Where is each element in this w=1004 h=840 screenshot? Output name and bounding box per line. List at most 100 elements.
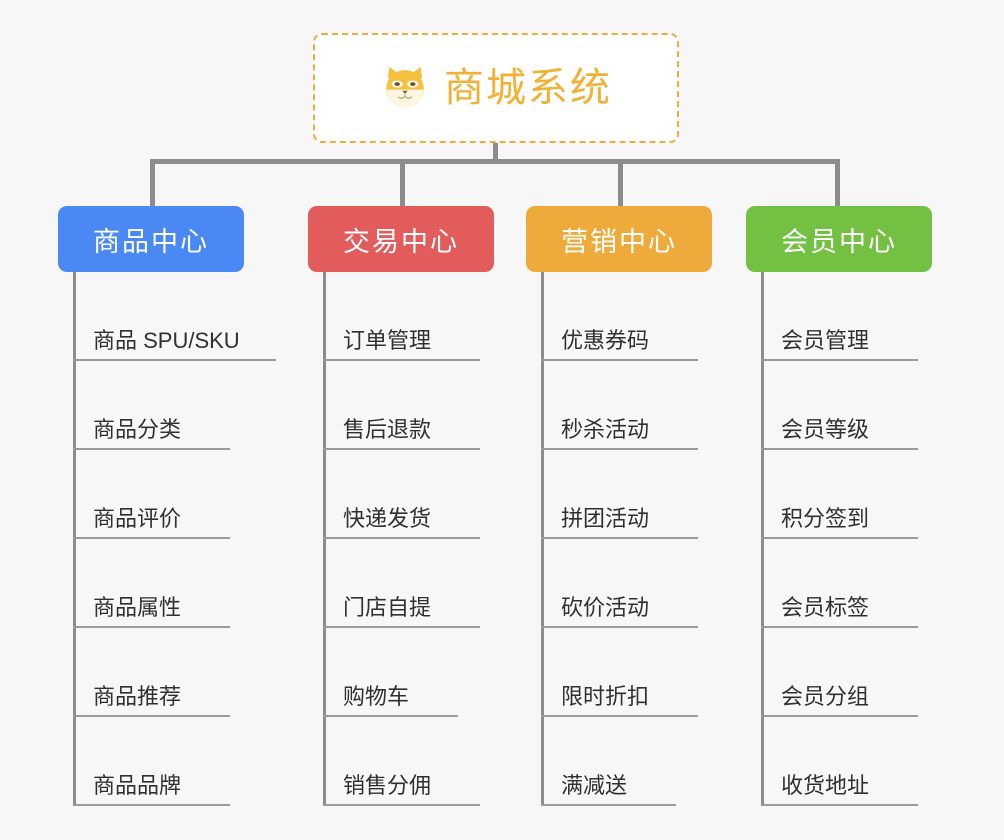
- category-box-marketing-center[interactable]: 营销中心: [526, 206, 712, 272]
- leaf-label: 限时折扣: [561, 684, 650, 709]
- leaf-underline: [761, 448, 918, 450]
- leaf-label: 会员标签: [781, 595, 870, 620]
- column-product-center: 商品中心商品 SPU/SKU 商品分类商品评价商品属性商品推荐商品品牌: [58, 206, 276, 806]
- branch-member-center: 会员管理会员等级积分签到会员标签会员分组收货地址: [746, 272, 932, 806]
- category-label: 营销中心: [561, 226, 677, 257]
- leaf-label: 会员分组: [781, 684, 870, 709]
- leaf-underline: [761, 804, 918, 806]
- leaf-label: 商品 SPU/SKU: [93, 328, 240, 353]
- connector-horizontal-bus: [150, 159, 840, 164]
- leaf-underline: [541, 537, 698, 539]
- leaf-label: 商品属性: [93, 595, 182, 620]
- leaf-label: 销售分佣: [343, 773, 432, 798]
- leaf-label: 拼团活动: [561, 506, 650, 531]
- leaf-label: 售后退款: [343, 417, 432, 442]
- leaf-underline: [761, 537, 918, 539]
- leaf-underline: [73, 715, 230, 717]
- column-trade-center: 交易中心订单管理售后退款快递发货门店自提购物车销售分佣: [308, 206, 494, 806]
- leaf-node[interactable]: 优惠券码: [541, 272, 712, 361]
- leaf-label: 商品分类: [93, 417, 182, 442]
- leaf-label: 满减送: [561, 773, 628, 798]
- leaf-node[interactable]: 会员管理: [761, 272, 932, 361]
- leaf-label: 优惠券码: [561, 328, 650, 353]
- leaf-underline: [761, 359, 918, 361]
- leaf-node[interactable]: 满减送: [541, 717, 712, 806]
- leaf-node[interactable]: 商品 SPU/SKU: [73, 272, 276, 361]
- branch-marketing-center: 优惠券码秒杀活动拼团活动砍价活动限时折扣满减送: [526, 272, 712, 806]
- leaf-node[interactable]: 拼团活动: [541, 450, 712, 539]
- leaf-underline: [541, 715, 698, 717]
- connector-drop-2: [400, 159, 405, 209]
- leaf-underline: [73, 804, 230, 806]
- leaf-node[interactable]: 快递发货: [323, 450, 494, 539]
- leaf-label: 收货地址: [781, 773, 870, 798]
- leaf-label: 商品品牌: [93, 773, 182, 798]
- leaf-node[interactable]: 商品推荐: [73, 628, 244, 717]
- category-label: 商品中心: [93, 226, 209, 257]
- leaf-underline: [541, 804, 676, 806]
- leaf-node[interactable]: 商品评价: [73, 450, 244, 539]
- leaf-underline: [323, 448, 480, 450]
- leaf-node[interactable]: 购物车: [323, 628, 494, 717]
- connector-drop-4: [835, 159, 840, 209]
- leaf-underline: [323, 804, 480, 806]
- leaf-underline: [73, 537, 230, 539]
- leaf-underline: [323, 715, 458, 717]
- leaf-underline: [761, 626, 918, 628]
- connector-drop-3: [618, 159, 623, 209]
- branch-trunk-line: [541, 272, 544, 806]
- leaf-node[interactable]: 砍价活动: [541, 539, 712, 628]
- leaf-label: 积分签到: [781, 506, 870, 531]
- leaf-underline: [323, 626, 480, 628]
- leaf-node[interactable]: 商品品牌: [73, 717, 244, 806]
- leaf-node[interactable]: 会员分组: [761, 628, 932, 717]
- branch-trunk-line: [73, 272, 76, 806]
- leaf-node[interactable]: 秒杀活动: [541, 361, 712, 450]
- leaf-label: 购物车: [343, 684, 410, 709]
- leaf-label: 商品评价: [93, 506, 182, 531]
- leaf-label: 砍价活动: [561, 595, 650, 620]
- leaf-node[interactable]: 收货地址: [761, 717, 932, 806]
- leaf-label: 商品推荐: [93, 684, 182, 709]
- leaf-underline: [541, 626, 698, 628]
- leaf-node[interactable]: 售后退款: [323, 361, 494, 450]
- leaf-label: 快递发货: [343, 506, 432, 531]
- leaf-node[interactable]: 销售分佣: [323, 717, 494, 806]
- shiba-dog-face-icon: [386, 66, 424, 108]
- category-box-trade-center[interactable]: 交易中心: [308, 206, 494, 272]
- leaf-underline: [73, 359, 276, 361]
- leaf-node[interactable]: 商品分类: [73, 361, 244, 450]
- branch-trunk-line: [323, 272, 326, 806]
- category-box-member-center[interactable]: 会员中心: [746, 206, 932, 272]
- leaf-label: 门店自提: [343, 595, 432, 620]
- leaf-node[interactable]: 限时折扣: [541, 628, 712, 717]
- leaf-label: 订单管理: [343, 328, 432, 353]
- leaf-node[interactable]: 门店自提: [323, 539, 494, 628]
- category-box-product-center[interactable]: 商品中心: [58, 206, 244, 272]
- branch-trade-center: 订单管理售后退款快递发货门店自提购物车销售分佣: [308, 272, 494, 806]
- category-label: 交易中心: [343, 226, 459, 257]
- leaf-node[interactable]: 会员标签: [761, 539, 932, 628]
- leaf-underline: [541, 448, 698, 450]
- leaf-underline: [323, 359, 480, 361]
- leaf-label: 会员管理: [781, 328, 870, 353]
- leaf-underline: [73, 448, 230, 450]
- leaf-underline: [761, 715, 918, 717]
- connector-drop-1: [150, 159, 155, 209]
- leaf-underline: [323, 537, 480, 539]
- leaf-underline: [541, 359, 698, 361]
- leaf-label: 会员等级: [781, 417, 870, 442]
- leaf-node[interactable]: 订单管理: [323, 272, 494, 361]
- leaf-node[interactable]: 积分签到: [761, 450, 932, 539]
- branch-trunk-line: [761, 272, 764, 806]
- leaf-node[interactable]: 会员等级: [761, 361, 932, 450]
- column-marketing-center: 营销中心优惠券码秒杀活动拼团活动砍价活动限时折扣满减送: [526, 206, 712, 806]
- root-node[interactable]: 商城系统: [313, 33, 679, 143]
- root-title: 商城系统: [444, 66, 612, 110]
- leaf-label: 秒杀活动: [561, 417, 650, 442]
- leaf-underline: [73, 626, 230, 628]
- connector-root-stem: [493, 143, 498, 163]
- leaf-node[interactable]: 商品属性: [73, 539, 244, 628]
- branch-product-center: 商品 SPU/SKU 商品分类商品评价商品属性商品推荐商品品牌: [58, 272, 276, 806]
